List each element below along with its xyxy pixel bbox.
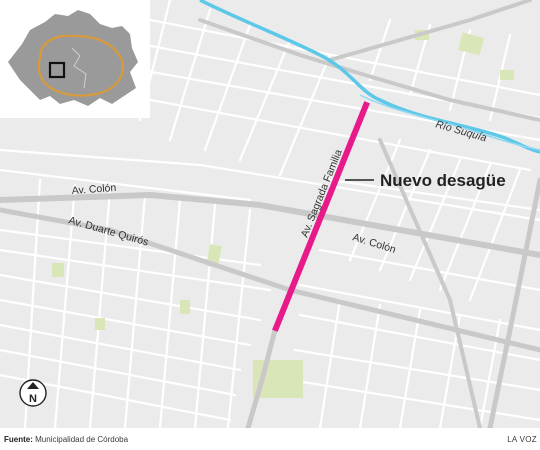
- new-drain-highlight: [272, 101, 370, 332]
- park-mid: [180, 300, 190, 314]
- major-avenues: [0, 0, 540, 428]
- river-suquia: [199, 0, 540, 154]
- inset-city-area: [8, 10, 138, 106]
- avenue-diagonal-east: [378, 138, 482, 428]
- north-arrow-icon: N: [19, 379, 47, 407]
- map-canvas: Av. Colón Av. Colón Av. Duarte Quirós Av…: [0, 0, 540, 428]
- north-arrow-label: N: [29, 393, 37, 405]
- avenue-river-road: [198, 18, 540, 122]
- label-avenue-colon-west: Av. Colón: [71, 182, 116, 197]
- source-text: Municipalidad de Córdoba: [35, 435, 129, 444]
- park-west: [52, 263, 64, 277]
- park-east: [500, 70, 514, 80]
- park-northeast: [458, 32, 484, 56]
- inset-boundary-ring: [37, 34, 124, 97]
- avenue-vertical-east: [487, 177, 540, 428]
- locator-inset: [0, 0, 150, 118]
- inset-location-marker: [48, 61, 66, 79]
- inset-district-line: [71, 47, 87, 89]
- avenue-colon: [0, 191, 540, 258]
- avenue-vertical-west: [245, 327, 278, 428]
- callout-new-drain: Nuevo desagüe: [380, 171, 506, 190]
- park-small: [95, 318, 105, 330]
- avenue-north: [328, 0, 532, 62]
- river-channel: [359, 94, 540, 151]
- source-label: Fuente:: [4, 435, 33, 444]
- avenue-duarte-quiros: [0, 207, 540, 353]
- source-credit: Fuente: Municipalidad de Córdoba: [4, 435, 128, 444]
- footer: Fuente: Municipalidad de Córdoba LA VOZ: [0, 430, 540, 450]
- brand-label: LA VOZ: [507, 435, 537, 444]
